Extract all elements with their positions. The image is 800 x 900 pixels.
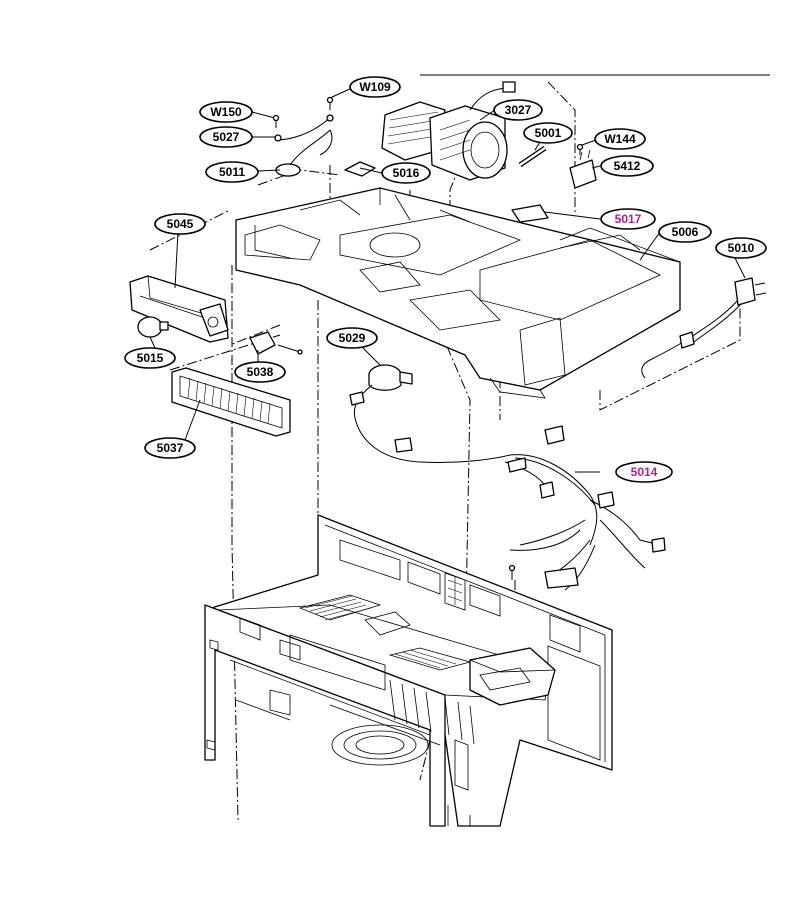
- label-text: 5001: [535, 126, 562, 140]
- label-text: 5045: [167, 217, 194, 231]
- label-5011: 5011: [205, 161, 259, 183]
- label-5037: 5037: [144, 437, 196, 459]
- label-text: 5038: [247, 365, 274, 379]
- label-text: W109: [359, 80, 391, 94]
- label-w150: W150: [199, 101, 253, 123]
- label-text-highlighted: 5017: [615, 212, 642, 226]
- label-5006: 5006: [658, 221, 712, 243]
- label-5010: 5010: [715, 237, 767, 259]
- label-text: 5011: [219, 165, 245, 179]
- label-text: 5412: [614, 159, 641, 173]
- relay-5412: [569, 149, 597, 189]
- label-5017: 5017: [600, 208, 656, 230]
- label-text: 5010: [728, 241, 755, 255]
- clip-5017: [511, 204, 549, 223]
- label-text: 5027: [213, 130, 240, 144]
- label-text: W150: [210, 105, 242, 119]
- label-5016: 5016: [381, 162, 431, 184]
- label-text: 5029: [339, 331, 366, 345]
- vent-grille: [171, 367, 291, 437]
- microwave-cavity: [204, 514, 613, 827]
- label-text: W144: [604, 132, 636, 146]
- lamp-housing: [129, 275, 229, 343]
- label-text: 3027: [505, 103, 532, 117]
- screws: [272, 96, 584, 572]
- power-cord: [641, 277, 767, 379]
- label-text: 5016: [393, 166, 420, 180]
- label-5001: 5001: [523, 122, 573, 144]
- lamp-bulb: [137, 316, 163, 338]
- thermal-cutout-wire: [274, 114, 334, 177]
- label-text-highlighted: 5014: [631, 465, 658, 479]
- label-5412: 5412: [600, 155, 654, 177]
- wire-harness: [394, 425, 666, 591]
- fan-motor-assembly: [381, 81, 516, 181]
- label-3027: 3027: [493, 99, 543, 121]
- label-5029: 5029: [326, 327, 378, 349]
- label-text: 5015: [137, 351, 164, 365]
- turntable-motor: [349, 364, 511, 464]
- label-w109: W109: [349, 76, 401, 98]
- label-5038: 5038: [234, 361, 286, 383]
- label-5027: 5027: [199, 126, 253, 148]
- label-text: 5037: [157, 441, 184, 455]
- label-5015: 5015: [124, 347, 176, 369]
- label-text: 5006: [672, 225, 699, 239]
- label-5045: 5045: [154, 213, 206, 235]
- label-w144: W144: [594, 128, 646, 150]
- label-5014: 5014: [615, 461, 673, 483]
- sensor-5016: [344, 161, 376, 177]
- lamp-socket: [249, 331, 276, 355]
- base-plate: [235, 187, 681, 399]
